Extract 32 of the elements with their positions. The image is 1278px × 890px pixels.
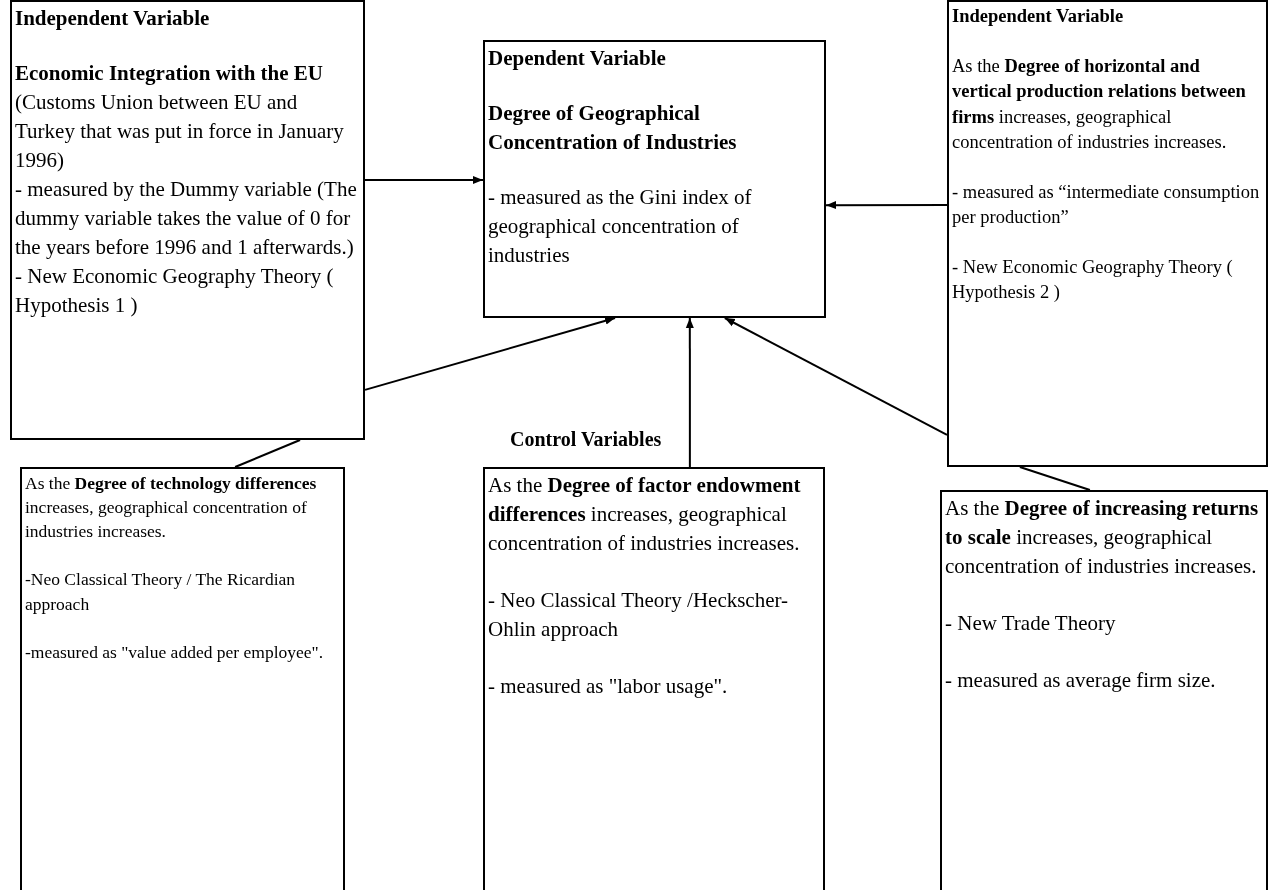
heading-text: Dependent Variable (488, 45, 667, 72)
heading-text: Independent Variable (15, 5, 211, 32)
arrow (825, 201, 948, 210)
text-box (10, 0, 365, 440)
body-text: As the Degree of horizontal and vertical production relations between firms increases, geographical concentration of industries increases. (952, 54, 1247, 155)
group-label: Control Variables (510, 427, 662, 452)
body-text: - measured as “intermediate consumption per production” (952, 180, 1261, 230)
text-box (947, 0, 1268, 467)
arrow (364, 316, 617, 391)
body-text: - New Trade Theory (945, 609, 1117, 637)
body-text: As the Degree of technology differences increases, geographical concentration of industries increases. (25, 472, 318, 544)
body-text: - measured by the Dummy variable (The dummy variable takes the value of 0 for the years before 1996 and 1 afterwards.) (15, 175, 358, 261)
heading-text: Independent Variable (952, 5, 1125, 28)
body-text: - New Economic Geography Theory ( Hypothesis 2 ) (952, 255, 1234, 305)
body-text: - measured as average firm size. (945, 666, 1217, 694)
body-text: - measured as "labor usage". (488, 672, 729, 700)
text-box (940, 490, 1268, 890)
body-text: - Neo Classical Theory /Heckscher-Ohlin approach (488, 586, 790, 643)
body-text: - measured as the Gini index of geographical concentration of industries (488, 183, 753, 269)
body-text: -Neo Classical Theory / The Ricardian approach (25, 568, 297, 616)
body-text: Economic Integration with the EU (Customs Union between EU and Turkey that was put in force in January 1996) (15, 59, 345, 174)
body-text: - New Economic Geography Theory ( Hypothesis 1 ) (15, 262, 335, 319)
arrow (364, 176, 484, 185)
text-box (20, 467, 345, 890)
text-box (483, 40, 826, 318)
text-box (483, 467, 825, 890)
arrow (723, 317, 948, 436)
body-text: -measured as "value added per employee". (25, 640, 325, 664)
body-text: As the Degree of increasing returns to scale increases, geographical concentration of industries increases. (945, 495, 1260, 580)
arrow (685, 317, 694, 468)
body-text: As the Degree of factor endowment differences increases, geographical concentration of industries increases. (488, 472, 802, 557)
heading-text: Degree of Geographical Concentration of Industries (488, 99, 738, 156)
